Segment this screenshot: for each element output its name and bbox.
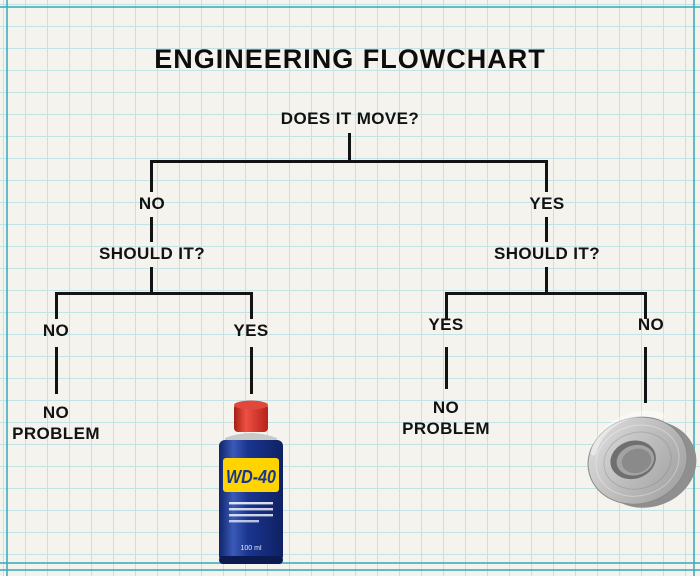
connector-right-drop-1: [545, 160, 548, 192]
page-title: ENGINEERING FLOWCHART: [154, 44, 546, 74]
connector-right-drop-3: [545, 267, 548, 294]
branch-label-no-far-left: NO: [42, 321, 70, 340]
connector-left-yes-drop: [250, 292, 253, 319]
connector-left-drop-2: [150, 217, 153, 242]
node-does-it-move: DOES IT MOVE?: [280, 109, 420, 128]
wd40-can-icon: WD-40 100 ml: [219, 400, 283, 564]
connector-left-yes-result-drop: [250, 347, 253, 394]
paper-margin-bottom-2: [0, 569, 700, 571]
connector-right-no-result-drop: [644, 347, 647, 403]
connector-left-no-drop: [55, 292, 58, 319]
branch-label-yes-right: YES: [529, 194, 565, 213]
result-no-problem-right: NO PROBLEM: [402, 398, 490, 439]
paper-margin-bottom-1: [0, 562, 700, 564]
wd40-brand-text: WD-40: [226, 467, 276, 487]
branch-label-yes-mid-left: YES: [233, 321, 269, 340]
paper-margin-right: [693, 0, 695, 576]
connector-right-yes-drop: [445, 292, 448, 319]
connector-right-no-drop: [644, 292, 647, 319]
connector-left-no-result-drop: [55, 347, 58, 394]
node-should-it-right: SHOULD IT?: [494, 244, 600, 263]
paper-margin-top: [0, 6, 700, 8]
connector-root-drop: [348, 133, 351, 162]
connector-right-drop-2: [545, 217, 548, 242]
node-should-it-left: SHOULD IT?: [99, 244, 205, 263]
connector-right-yes-result-drop: [445, 347, 448, 389]
branch-label-no-far-right: NO: [637, 315, 665, 334]
branch-label-yes-mid-right: YES: [428, 315, 464, 334]
connector-right-hbar: [445, 292, 647, 295]
paper-margin-left: [6, 0, 8, 576]
connector-top-hbar: [150, 160, 548, 163]
connector-left-drop-3: [150, 267, 153, 294]
branch-label-no-left: NO: [138, 194, 166, 213]
result-no-problem-left: NO PROBLEM: [12, 403, 100, 444]
connector-left-hbar: [55, 292, 253, 295]
wd40-size-text: 100 ml: [240, 545, 261, 552]
connector-left-drop-1: [150, 160, 153, 192]
duct-tape-roll-icon: [587, 410, 697, 508]
